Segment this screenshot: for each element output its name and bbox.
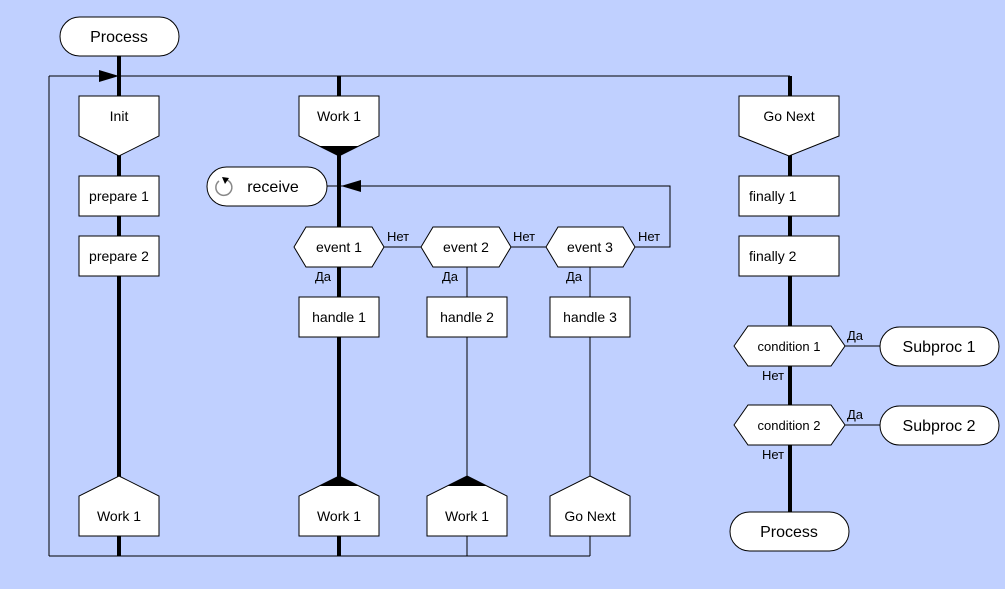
address-work1-b-marker	[447, 476, 487, 486]
branch-header-go-next[interactable]: Go Next	[738, 95, 840, 157]
action-handle-1-label: handle 1	[312, 309, 366, 325]
subproc-2-terminator[interactable]: Subproc 2	[879, 405, 1000, 446]
action-prepare-1-label: prepare 1	[89, 188, 149, 204]
action-finally-1[interactable]: finally 1	[738, 175, 840, 217]
loop-arrow-icon	[99, 70, 119, 82]
branch-header-work1-marker	[319, 146, 359, 156]
address-work1-a[interactable]: Work 1	[298, 475, 380, 537]
branch-header-work1[interactable]: Work 1	[298, 95, 380, 157]
action-handle-1[interactable]: handle 1	[298, 296, 380, 338]
receive-arrow-icon	[341, 180, 361, 192]
subproc-1-terminator[interactable]: Subproc 1	[879, 326, 1000, 367]
address-work1-b[interactable]: Work 1	[426, 475, 508, 537]
event-3-no-label: Нет	[638, 229, 660, 244]
address-init-work1-label: Work 1	[97, 508, 141, 524]
action-prepare-2[interactable]: prepare 2	[78, 235, 160, 277]
action-finally-1-label: finally 1	[749, 188, 797, 204]
address-work1-a-marker	[319, 476, 359, 486]
address-go-next[interactable]: Go Next	[549, 475, 631, 537]
action-handle-2[interactable]: handle 2	[426, 296, 508, 338]
subproc-2-label: Subproc 2	[903, 418, 976, 435]
address-work1-b-label: Work 1	[445, 508, 489, 524]
start-label: Process	[90, 29, 148, 46]
wait-receive[interactable]: receive	[206, 166, 328, 207]
event-1-yes-label: Да	[315, 269, 332, 284]
event-2-no-label: Нет	[513, 229, 535, 244]
condition-1-no-label: Нет	[762, 368, 784, 383]
action-prepare-2-label: prepare 2	[89, 248, 149, 264]
event-1-label: event 1	[316, 239, 362, 255]
wait-receive-label: receive	[247, 179, 299, 196]
event-3-decision[interactable]: event 3	[545, 226, 636, 268]
end-label: Process	[760, 524, 818, 541]
action-prepare-1[interactable]: prepare 1	[78, 175, 160, 217]
address-init-work1[interactable]: Work 1	[78, 475, 160, 537]
action-handle-2-label: handle 2	[440, 309, 494, 325]
start-terminator[interactable]: Process	[59, 16, 180, 57]
branch-header-work1-label: Work 1	[317, 108, 361, 124]
event-2-label: event 2	[443, 239, 489, 255]
action-handle-3[interactable]: handle 3	[549, 296, 631, 338]
condition-1-label: condition 1	[758, 339, 821, 354]
condition-1-decision[interactable]: condition 1	[733, 325, 846, 367]
branch-header-init[interactable]: Init	[78, 95, 160, 157]
action-finally-2[interactable]: finally 2	[738, 235, 840, 277]
end-terminator[interactable]: Process	[729, 511, 850, 552]
event-2-yes-label: Да	[442, 269, 459, 284]
condition-2-label: condition 2	[758, 418, 821, 433]
event-1-no-label: Нет	[387, 229, 409, 244]
branch-header-init-label: Init	[110, 108, 129, 124]
subproc-1-label: Subproc 1	[903, 339, 976, 356]
condition-2-decision[interactable]: condition 2	[733, 404, 846, 446]
condition-2-yes-label: Да	[847, 407, 864, 422]
event-1-decision[interactable]: event 1	[293, 226, 385, 268]
branch-header-go-next-label: Go Next	[763, 108, 814, 124]
address-go-next-label: Go Next	[564, 508, 615, 524]
condition-1-yes-label: Да	[847, 328, 864, 343]
event-2-decision[interactable]: event 2	[420, 226, 512, 268]
action-handle-3-label: handle 3	[563, 309, 617, 325]
event-3-yes-label: Да	[566, 269, 583, 284]
wait-cycle-icon	[215, 177, 233, 197]
event-3-label: event 3	[567, 239, 613, 255]
address-work1-a-label: Work 1	[317, 508, 361, 524]
event3-loop-line	[339, 185, 671, 248]
condition-2-no-label: Нет	[762, 447, 784, 462]
action-finally-2-label: finally 2	[749, 248, 797, 264]
